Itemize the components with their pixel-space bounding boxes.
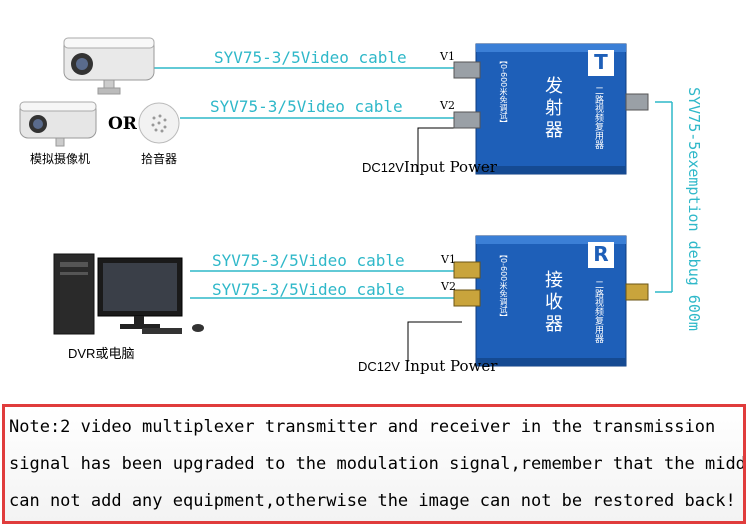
power-label-top: DC12VInput Power	[362, 158, 497, 176]
receiver-badge: R	[588, 242, 614, 266]
receiver-model-text: 【0-600米免调试】	[498, 250, 509, 330]
cable-label-top-2: SYV75-3/5Video cable	[210, 97, 403, 116]
transmitter-port-v2: V2	[440, 99, 455, 112]
transmitter-chars: 发 射 器	[542, 76, 566, 142]
receiver-char-3: 器	[542, 314, 566, 336]
receiver-port-v2: V2	[441, 280, 456, 293]
link-label: SYV75-5exemption debug 600m	[676, 64, 712, 354]
cable-label-bottom-1: SYV75-3/5Video cable	[212, 251, 405, 270]
power-input-bottom: Input Power	[404, 357, 497, 375]
transmitter-badge: T	[588, 50, 614, 74]
cable-label-bottom-2: SYV75-3/5Video cable	[212, 280, 405, 299]
note-line-1: Note:2 video multiplexer transmitter and…	[9, 417, 715, 437]
receiver-port-v1: V1	[441, 253, 456, 266]
bullet-camera-icon	[54, 30, 164, 100]
receiver-chars: 接 收 器	[542, 270, 566, 336]
note-line-2: signal has been upgraded to the modulati…	[9, 454, 746, 474]
power-label-bottom: DC12V Input Power	[358, 357, 497, 375]
camera-label: 模拟摄像机	[30, 150, 90, 167]
audio-pickup-icon	[136, 100, 182, 146]
transmitter-side-text: 二路视频复用器	[592, 86, 605, 149]
or-label: OR	[108, 114, 137, 134]
power-dc-bottom: DC12V	[358, 359, 400, 374]
note-line-3: can not add any equipment,otherwise the …	[9, 491, 736, 511]
transmitter-model-text: 【0-600米免调试】	[498, 56, 509, 136]
transmitter-char-1: 发	[542, 76, 566, 98]
receiver-char-1: 接	[542, 270, 566, 292]
receiver-side-text: 二路视频复用器	[592, 280, 605, 343]
link-label-text: SYV75-5exemption debug 600m	[685, 87, 703, 331]
cable-label-top-1: SYV75-3/5Video cable	[214, 48, 407, 67]
transmitter-port-v1: V1	[440, 50, 455, 63]
power-input-top: Input Power	[404, 158, 497, 176]
note-box: Note:2 video multiplexer transmitter and…	[2, 404, 746, 524]
receiver-char-2: 收	[542, 292, 566, 314]
power-dc-top: DC12V	[362, 160, 404, 175]
dvr-label: DVR或电脑	[68, 343, 134, 362]
transmitter-char-3: 器	[542, 120, 566, 142]
dvr-computer-icon	[50, 248, 210, 338]
dome-camera-icon	[16, 92, 106, 154]
transmitter-char-2: 射	[542, 98, 566, 120]
pickup-label: 拾音器	[141, 150, 177, 167]
